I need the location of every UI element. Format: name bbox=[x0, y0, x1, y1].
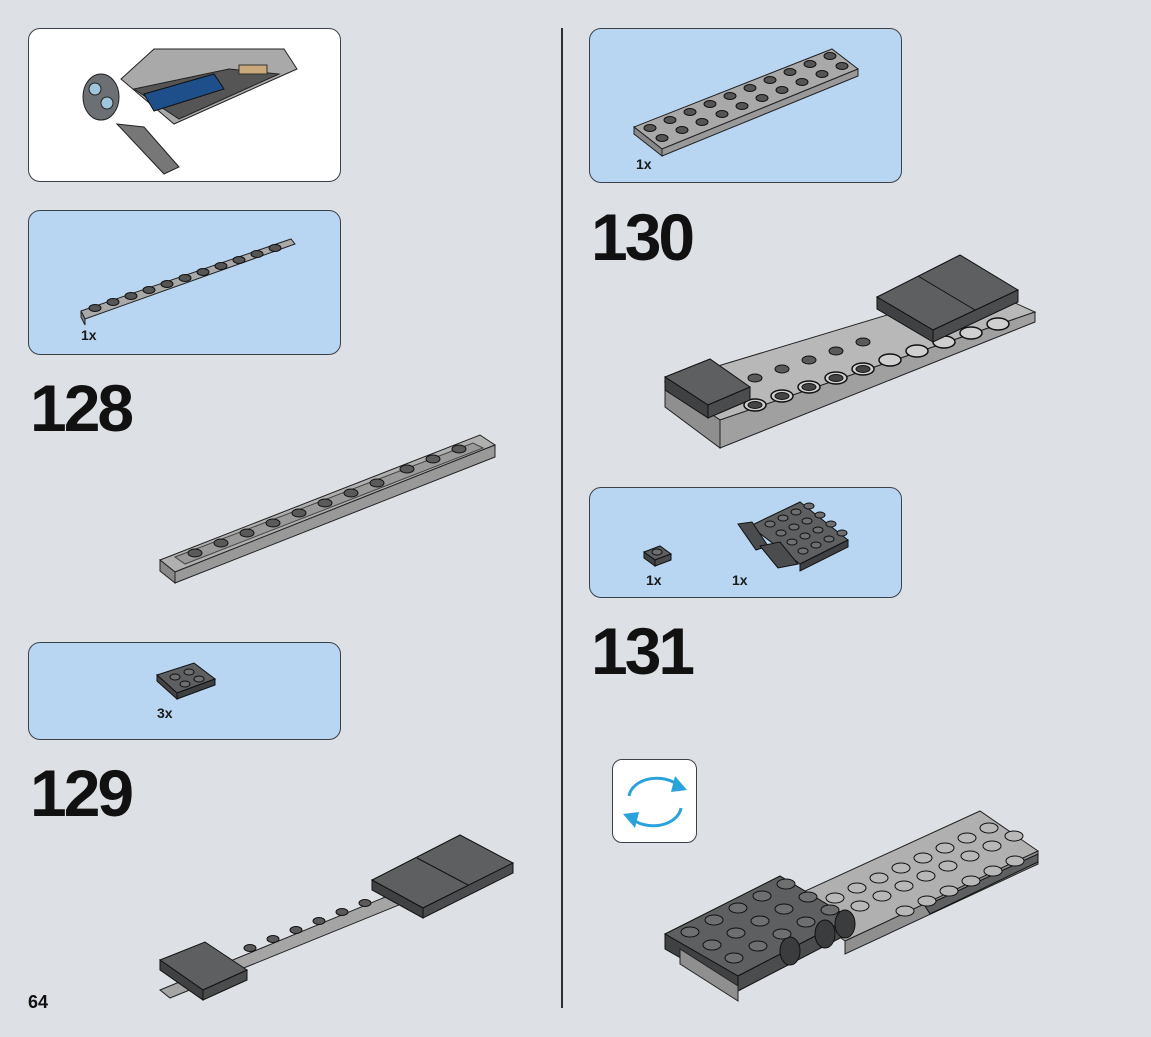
parts-callout-step-129: 3x bbox=[28, 642, 341, 740]
part-plate-4x4-with-clips bbox=[737, 501, 849, 572]
part-quantity: 1x bbox=[636, 156, 652, 172]
part-quantity: 1x bbox=[646, 572, 662, 588]
step-number: 128 bbox=[30, 371, 134, 445]
part-quantity: 3x bbox=[157, 705, 173, 721]
column-divider bbox=[561, 28, 563, 1008]
step-129-illustration bbox=[158, 834, 515, 1001]
step-number: 131 bbox=[591, 614, 695, 688]
sub-assembly-callout bbox=[28, 28, 341, 182]
step-128-illustration bbox=[159, 434, 497, 585]
part-plate-1x1 bbox=[642, 545, 673, 567]
part-plate-1x12 bbox=[80, 238, 296, 326]
rotate-model-icon bbox=[623, 776, 687, 828]
part-plate-2x2 bbox=[156, 662, 217, 701]
part-plate-2x10 bbox=[633, 48, 859, 158]
parts-callout-step-128: 1x bbox=[28, 210, 341, 355]
step-number: 129 bbox=[30, 756, 134, 830]
part-quantity: 1x bbox=[81, 327, 97, 343]
page-number: 64 bbox=[28, 992, 49, 1012]
parts-callout-step-130: 1x bbox=[589, 28, 902, 183]
rotate-model-callout bbox=[612, 759, 697, 843]
parts-callout-step-131: 1x 1x bbox=[589, 487, 902, 598]
step-number: 130 bbox=[591, 200, 695, 274]
step-130-illustration bbox=[663, 254, 1037, 449]
part-quantity: 1x bbox=[732, 572, 748, 588]
step-131-illustration bbox=[663, 810, 1040, 1002]
sub-assembly-illustration bbox=[82, 48, 298, 175]
